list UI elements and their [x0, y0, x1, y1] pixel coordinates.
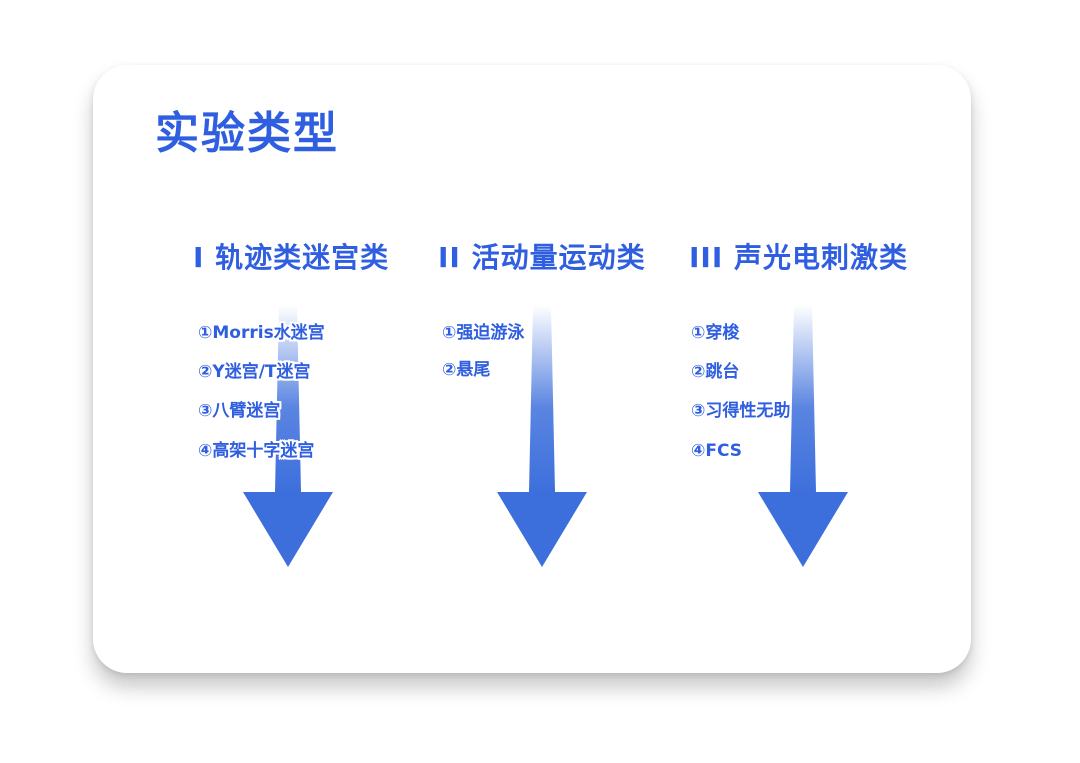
list-item: ①Morris水迷宫 [198, 323, 325, 343]
down-arrow-icon [497, 305, 587, 567]
down-arrow-icon [758, 305, 848, 567]
card-title: 实验类型 [155, 108, 339, 159]
list-item: ③八臂迷宫 [198, 401, 281, 421]
list-item: ①穿梭 [691, 323, 740, 343]
list-item: ①强迫游泳 [442, 323, 525, 343]
list-item: ③习得性无助 [691, 401, 791, 421]
list-item: ④高架十字迷宫 [198, 441, 315, 461]
column-heading-trajectory-maze: I 轨迹类迷宫类 [193, 241, 390, 274]
list-item: ②跳台 [691, 362, 740, 382]
list-item: ②悬尾 [442, 360, 491, 380]
list-item: ④FCS [691, 441, 743, 461]
down-arrow-icon [243, 305, 333, 567]
column-heading-activity-motion: II 活动量运动类 [438, 241, 646, 274]
list-item: ②Y迷宫/T迷宫 [198, 362, 311, 382]
column-heading-sound-light-electric: III 声光电刺激类 [689, 241, 909, 274]
